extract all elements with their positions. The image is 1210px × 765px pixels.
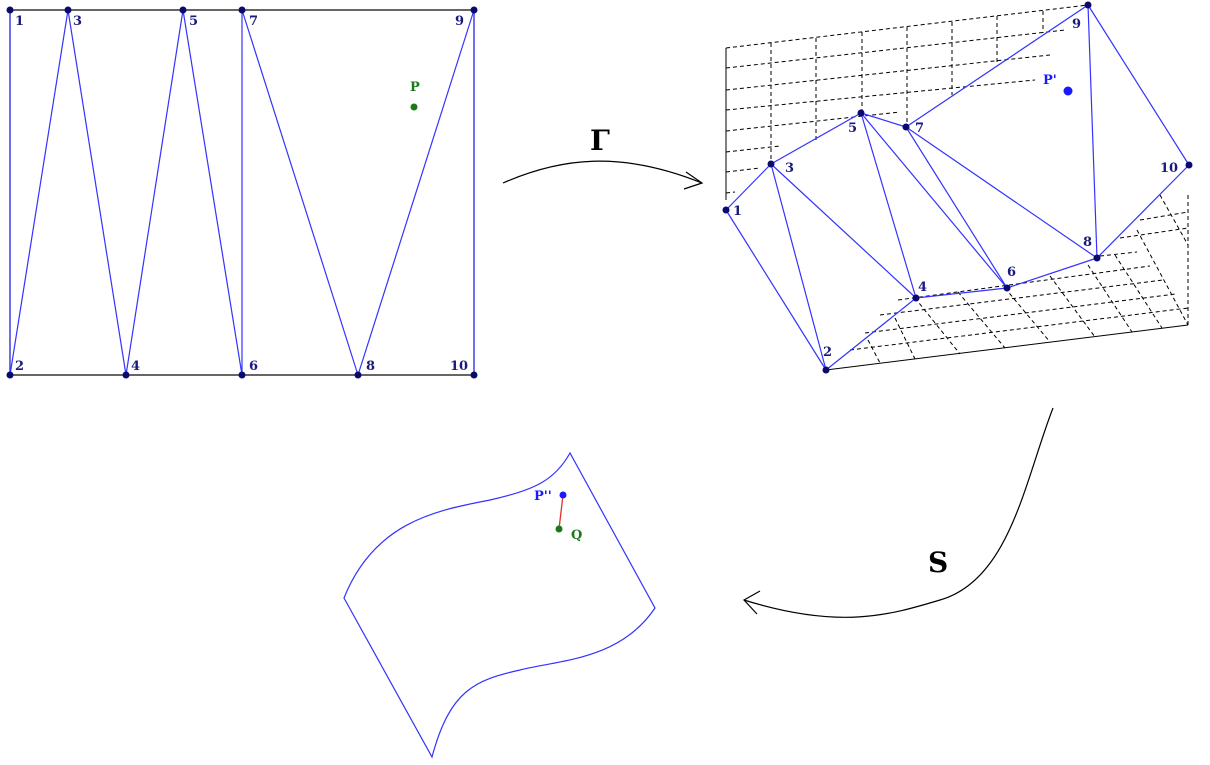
grid-horizontal-lines <box>725 29 1189 351</box>
source-mesh: 1 2 3 4 5 6 7 8 9 10 P <box>6 6 478 379</box>
target-mesh: 1 2 3 4 5 6 7 8 9 10 P' <box>722 1 1193 374</box>
target-vertex-9 <box>1084 1 1092 9</box>
target-vertices <box>722 1 1193 374</box>
grid-vertical-lines <box>770 11 1189 364</box>
source-label-9: 9 <box>455 14 464 29</box>
source-vertex-8 <box>354 371 362 379</box>
surface-patch: P'' Q <box>343 451 656 759</box>
s-arrow <box>743 407 1054 618</box>
target-vertex-10 <box>1185 161 1193 169</box>
source-vertex-4 <box>122 371 130 379</box>
target-label-9: 9 <box>1072 17 1081 32</box>
gamma-arrow <box>502 160 704 190</box>
target-vertex-2 <box>822 366 830 374</box>
target-vertex-8 <box>1093 254 1101 262</box>
source-vertex-10 <box>470 371 478 379</box>
source-label-1: 1 <box>15 14 24 29</box>
source-vertex-9 <box>470 6 478 14</box>
source-triangle-edges <box>9 9 475 376</box>
surface-point-p-double-prime <box>559 491 567 499</box>
source-label-10: 10 <box>450 359 468 374</box>
source-label-2: 2 <box>15 359 24 374</box>
s-label: S <box>928 546 948 579</box>
target-label-2: 2 <box>823 345 832 360</box>
target-label-6: 6 <box>1007 265 1016 280</box>
target-label-3: 3 <box>785 161 794 176</box>
surface-point-p-double-prime-label: P'' <box>534 489 552 504</box>
target-triangle-edges <box>725 4 1190 371</box>
target-point-p-prime-label: P' <box>1043 73 1057 88</box>
target-vertex-1 <box>722 206 730 214</box>
target-label-1: 1 <box>733 204 742 219</box>
target-vertex-4 <box>912 294 920 302</box>
target-label-4: 4 <box>918 280 927 295</box>
source-point-p <box>410 103 418 111</box>
target-vertex-7 <box>902 123 910 131</box>
source-vertex-2 <box>6 371 14 379</box>
source-vertex-6 <box>238 371 246 379</box>
surface-outline <box>343 451 656 759</box>
source-label-4: 4 <box>131 359 140 374</box>
gamma-label: Γ <box>590 124 610 157</box>
gamma-arrowhead <box>683 171 704 190</box>
source-vertex-5 <box>179 6 187 14</box>
surface-point-q <box>555 525 563 533</box>
target-vertex-labels: 1 2 3 4 5 6 7 8 9 10 <box>733 17 1178 360</box>
target-plane-grid <box>725 4 1189 371</box>
distance-segment <box>558 494 564 530</box>
curved-arrow-right-icon <box>502 160 703 184</box>
target-label-7: 7 <box>915 121 924 136</box>
surface-point-q-label: Q <box>571 528 582 543</box>
target-vertex-3 <box>767 160 775 168</box>
source-label-6: 6 <box>249 359 258 374</box>
target-label-5: 5 <box>848 121 857 136</box>
source-label-5: 5 <box>189 14 198 29</box>
source-label-7: 7 <box>249 14 258 29</box>
s-arrowhead <box>743 590 761 615</box>
source-vertices <box>6 6 478 379</box>
source-point-p-label: P <box>410 80 420 95</box>
target-point-p-prime <box>1063 86 1073 96</box>
source-vertex-1 <box>6 6 14 14</box>
source-vertex-3 <box>64 6 72 14</box>
target-label-8: 8 <box>1083 235 1092 250</box>
grid-frame <box>725 4 1189 371</box>
curved-arrow-down-left-icon <box>743 407 1054 618</box>
source-vertex-7 <box>238 6 246 14</box>
target-vertex-6 <box>1003 284 1011 292</box>
source-label-3: 3 <box>73 14 82 29</box>
target-label-10: 10 <box>1160 161 1178 176</box>
source-vertex-labels: 1 2 3 4 5 6 7 8 9 10 <box>15 14 468 374</box>
target-vertex-5 <box>857 109 865 117</box>
source-label-8: 8 <box>366 359 375 374</box>
